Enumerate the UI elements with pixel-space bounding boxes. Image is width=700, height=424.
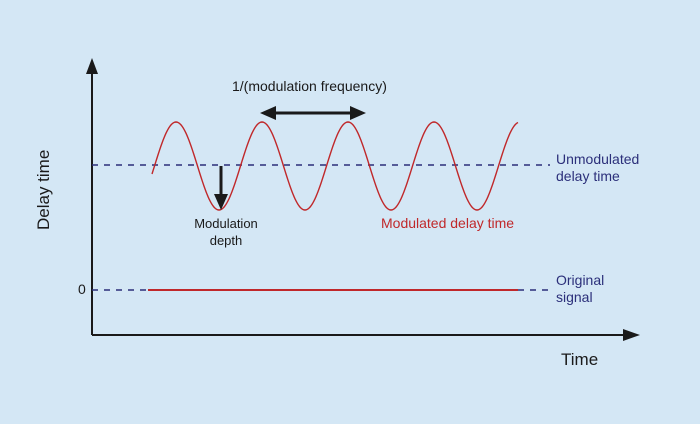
depth-arrowhead — [214, 194, 228, 210]
original-signal-label: Original signal — [556, 272, 605, 305]
x-axis-arrowhead — [623, 329, 640, 341]
modulated-delay-label: Modulated delay time — [381, 215, 515, 231]
zero-tick-label: 0 — [78, 281, 86, 297]
period-arrowhead-right — [350, 106, 366, 120]
y-axis-label: Delay time — [34, 149, 53, 230]
unmodulated-delay-label: Unmodulated delay time — [556, 151, 640, 184]
modulation-depth-label: Modulation depth — [194, 216, 258, 248]
y-axis-arrowhead — [86, 58, 98, 74]
modulated-delay-wave — [151, 121, 519, 211]
period-arrowhead-left — [260, 106, 276, 120]
modulation-period-label: 1/(modulation frequency) — [232, 78, 387, 94]
x-axis-label: Time — [561, 350, 599, 369]
